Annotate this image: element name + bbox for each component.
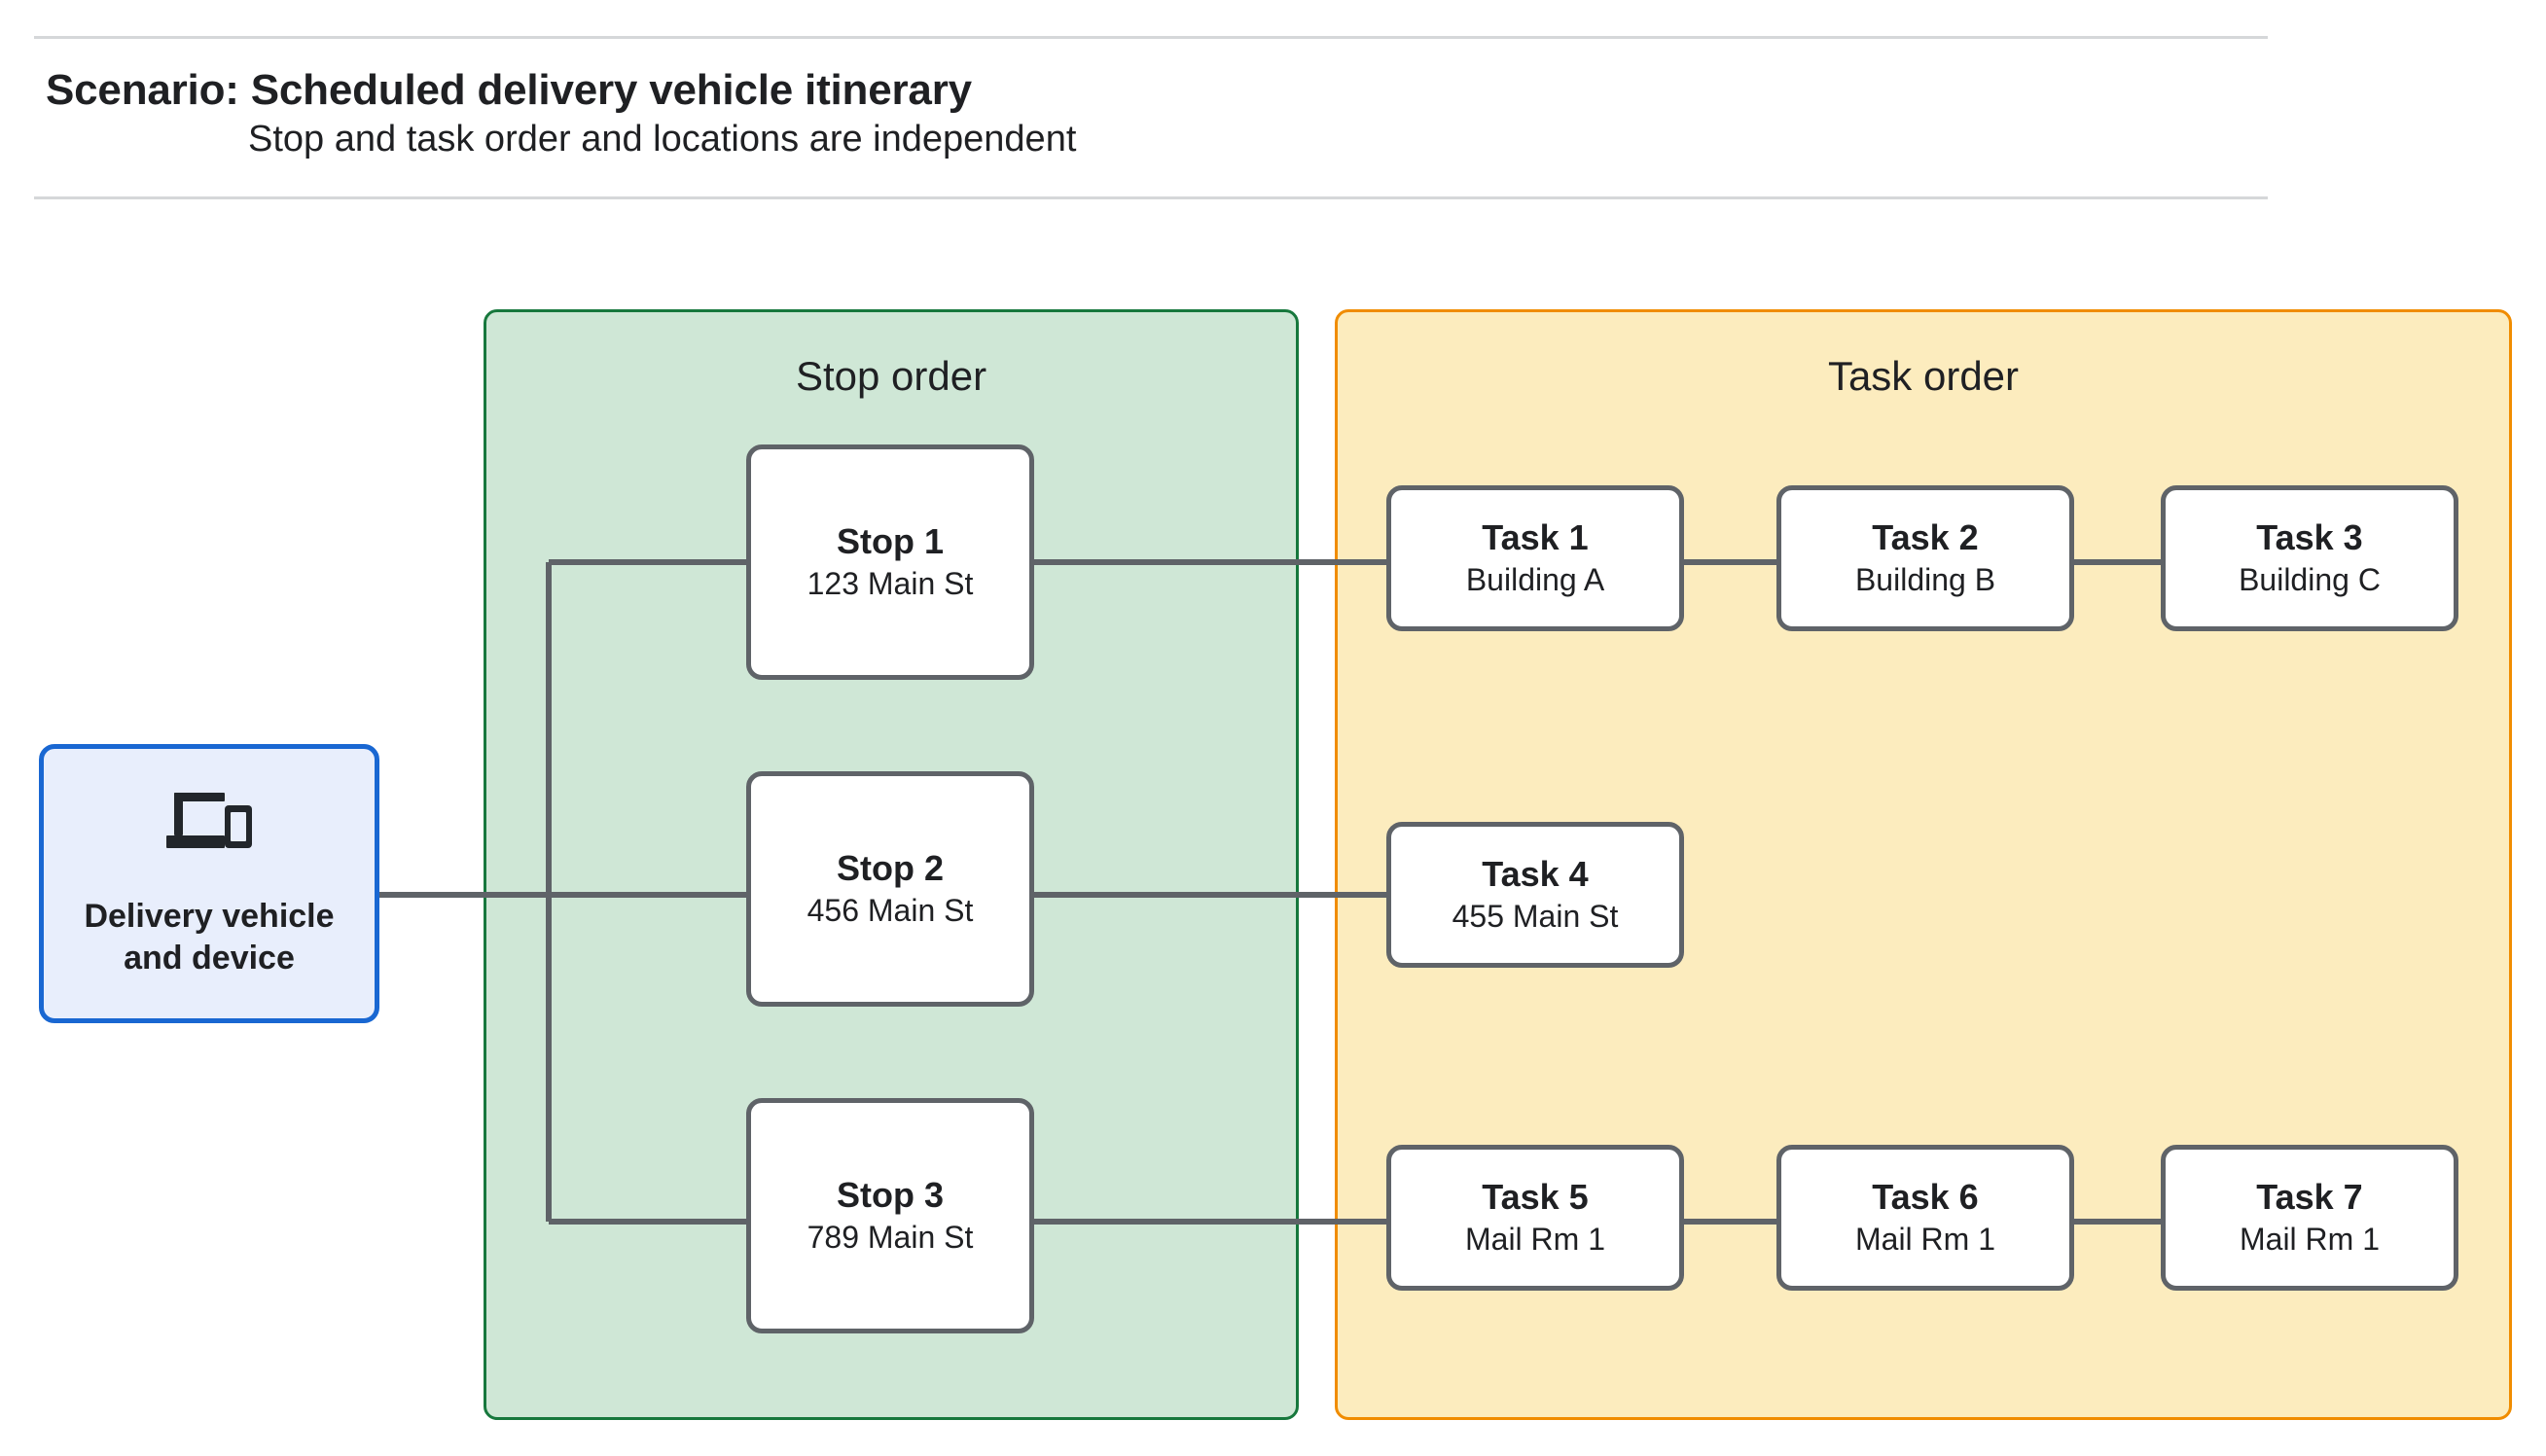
task-node-location: Mail Rm 1	[1854, 1222, 1995, 1258]
stop-node-title: Stop 3	[836, 1174, 944, 1215]
header-divider-top	[34, 36, 2268, 39]
stop-node-3[interactable]: Stop 3 789 Main St	[746, 1098, 1034, 1333]
task-node-location: Mail Rm 1	[2239, 1222, 2380, 1258]
task-node-title: Task 7	[2256, 1176, 2363, 1217]
task-node-2[interactable]: Task 2 Building B	[1776, 485, 2074, 631]
page-subtitle: Stop and task order and locations are in…	[248, 119, 1077, 160]
stop-order-panel-title: Stop order	[795, 353, 987, 399]
task-node-location: Building B	[1854, 562, 1996, 598]
task-node-title: Task 1	[1482, 516, 1589, 557]
stop-node-1[interactable]: Stop 1 123 Main St	[746, 444, 1034, 680]
delivery-vehicle-label: Delivery vehicle and device	[84, 898, 335, 977]
header-divider-bottom	[34, 196, 2268, 199]
task-node-title: Task 6	[1872, 1176, 1979, 1217]
task-node-1[interactable]: Task 1 Building A	[1386, 485, 1684, 631]
header-block: Scenario: Scheduled delivery vehicle iti…	[0, 0, 2546, 209]
task-node-location: Building C	[2239, 562, 2381, 598]
stop-node-title: Stop 1	[836, 520, 944, 561]
task-node-7[interactable]: Task 7 Mail Rm 1	[2161, 1145, 2458, 1291]
page-title: Scenario: Scheduled delivery vehicle iti…	[46, 66, 972, 114]
task-node-location: 455 Main St	[1452, 899, 1619, 935]
stop-node-title: Stop 2	[836, 847, 944, 888]
task-node-title: Task 4	[1482, 853, 1589, 894]
task-node-title: Task 5	[1482, 1176, 1589, 1217]
task-node-4[interactable]: Task 4 455 Main St	[1386, 822, 1684, 968]
task-node-5[interactable]: Task 5 Mail Rm 1	[1386, 1145, 1684, 1291]
task-node-title: Task 2	[1872, 516, 1979, 557]
task-node-3[interactable]: Task 3 Building C	[2161, 485, 2458, 631]
task-node-location: Mail Rm 1	[1464, 1222, 1605, 1258]
task-node-location: Building A	[1465, 562, 1605, 598]
task-order-panel-title: Task order	[1827, 353, 2020, 399]
stop-node-location: 456 Main St	[807, 893, 974, 929]
stop-node-location: 123 Main St	[807, 566, 974, 602]
task-node-6[interactable]: Task 6 Mail Rm 1	[1776, 1145, 2074, 1291]
devices-icon	[166, 793, 252, 848]
stop-node-location: 789 Main St	[807, 1220, 974, 1256]
stop-node-2[interactable]: Stop 2 456 Main St	[746, 771, 1034, 1007]
task-node-title: Task 3	[2256, 516, 2363, 557]
delivery-vehicle-card[interactable]: Delivery vehicle and device	[39, 744, 379, 1023]
